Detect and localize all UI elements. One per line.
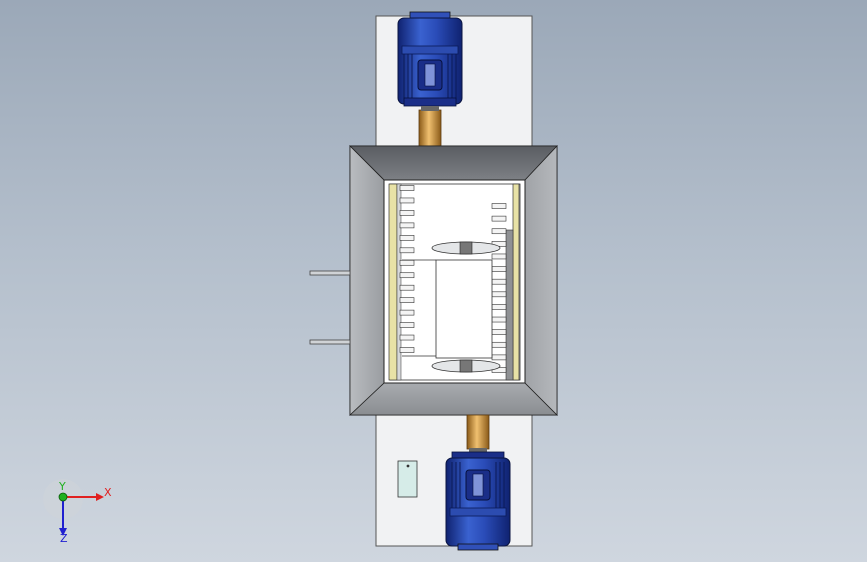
rotor-tooth	[399, 284, 415, 291]
rotor-tooth	[491, 354, 507, 361]
rotor-tooth	[399, 185, 415, 191]
rotor-tooth	[491, 316, 507, 323]
bottom-coupling	[466, 414, 490, 454]
rotor-tooth	[491, 304, 507, 310]
triad-x-label: X	[104, 486, 112, 499]
coordinate-triad: X Y Z	[43, 479, 112, 545]
rotor-tooth	[399, 197, 415, 204]
upper-blade	[431, 241, 501, 255]
rotor-tooth	[491, 329, 507, 335]
rotor-tooth	[399, 347, 415, 353]
left-rotor-teeth	[399, 185, 415, 353]
feed-pipe-lower	[309, 339, 351, 345]
bottom-motor[interactable]	[445, 451, 511, 551]
rotor-tooth	[399, 259, 415, 266]
rotor-tooth	[399, 210, 415, 216]
triad-z-label: Z	[60, 532, 68, 545]
rotor-tooth	[399, 322, 415, 328]
rotor-tooth	[491, 203, 507, 209]
left-rotor-rail	[388, 183, 402, 381]
triad-y-label: Y	[58, 480, 66, 493]
top-coupling	[418, 106, 442, 147]
rotor-tooth	[491, 253, 507, 260]
center-screen	[402, 259, 493, 359]
feed-pipe-upper	[309, 270, 351, 276]
rotor-tooth	[491, 228, 507, 235]
bottom-motor-cooling-fins	[451, 462, 505, 512]
rotor-tooth	[491, 215, 507, 222]
top-motor-cooling-fins	[403, 50, 457, 100]
rotor-tooth	[399, 222, 415, 229]
rotor-tooth	[399, 297, 415, 303]
motor-nameplate-icon	[465, 469, 491, 501]
rotor-tooth	[399, 235, 415, 241]
rotor-tooth	[491, 341, 507, 348]
control-box[interactable]	[397, 460, 418, 498]
rotor-tooth	[491, 278, 507, 285]
rotor-tooth	[491, 266, 507, 272]
right-rotor-teeth	[491, 203, 507, 373]
top-motor[interactable]	[397, 11, 463, 107]
lower-blade	[431, 359, 501, 373]
rotor-tooth	[491, 291, 507, 298]
rotor-tooth	[399, 272, 415, 279]
rotor-tooth	[399, 247, 415, 254]
rotor-tooth	[399, 309, 415, 316]
rotor-tooth	[399, 334, 415, 341]
motor-nameplate-icon	[417, 59, 443, 91]
